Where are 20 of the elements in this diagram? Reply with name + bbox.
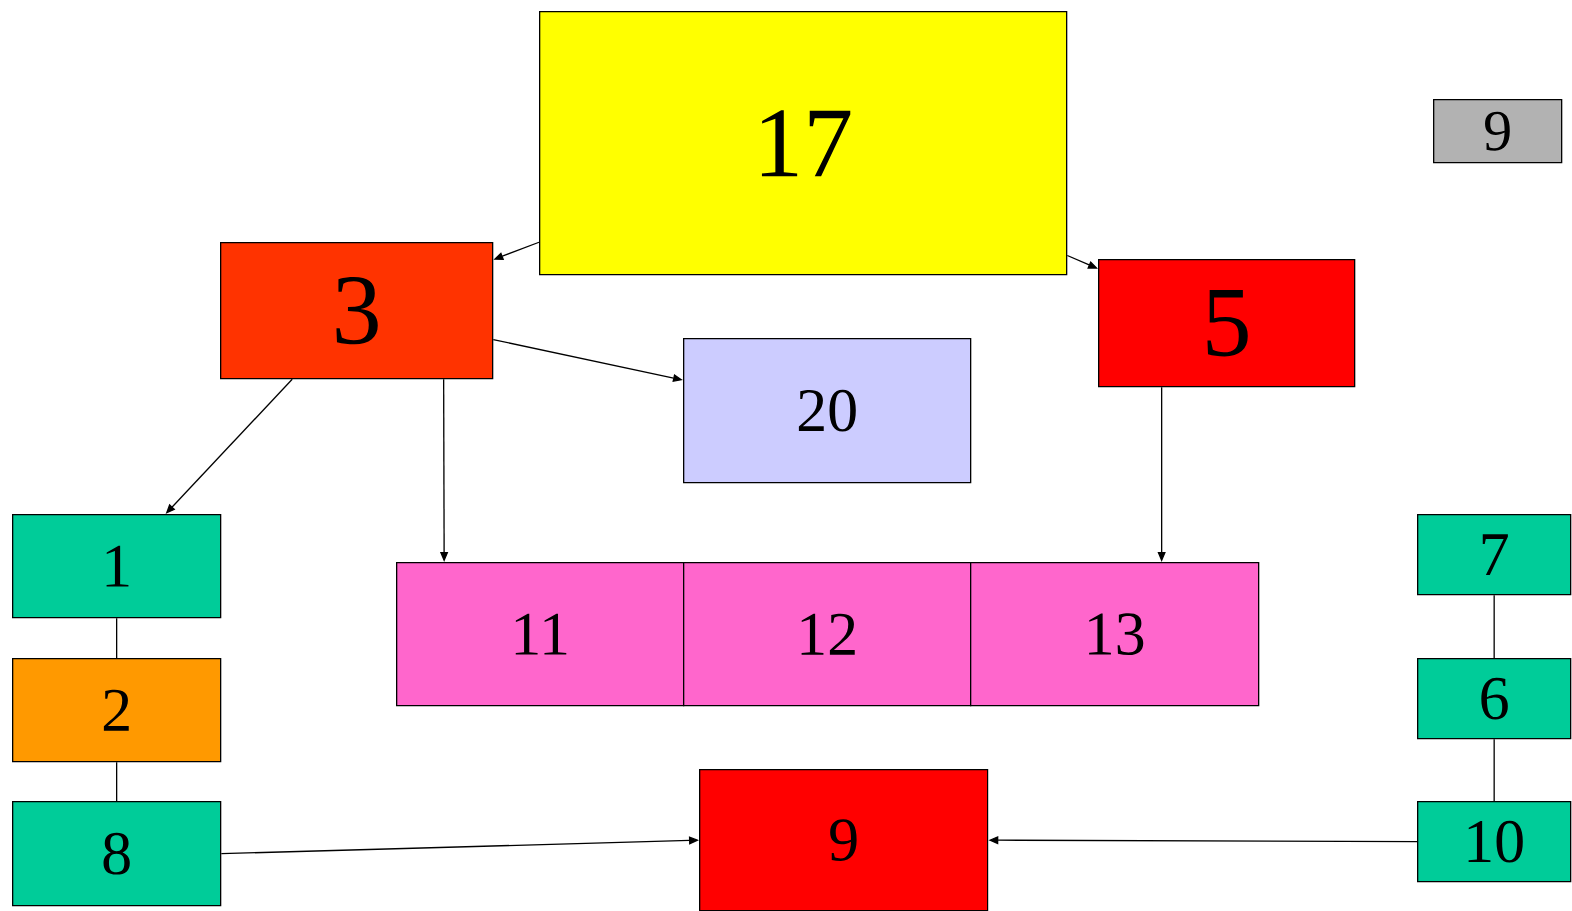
arrow (1066, 254, 1098, 269)
connector-line (1493, 738, 1495, 802)
number-box: 8 (12, 801, 222, 907)
connector-line (116, 761, 118, 802)
number-box: 12 (683, 562, 972, 707)
number-box: 5 (1098, 259, 1356, 388)
number-box: 9 (1433, 99, 1563, 164)
connector-line (1493, 594, 1495, 659)
number-box: 3 (220, 242, 494, 380)
number-box: 2 (12, 658, 222, 763)
number-box: 13 (970, 562, 1260, 707)
number-box: 10 (1417, 801, 1572, 883)
connector-line (116, 617, 118, 659)
number-box: 6 (1417, 658, 1572, 740)
number-box: 17 (539, 11, 1068, 276)
number-box: 20 (683, 338, 972, 484)
number-box: 11 (396, 562, 685, 707)
number-box: 1 (12, 514, 222, 619)
number-box: 9 (699, 769, 989, 911)
number-box: 7 (1417, 514, 1572, 596)
